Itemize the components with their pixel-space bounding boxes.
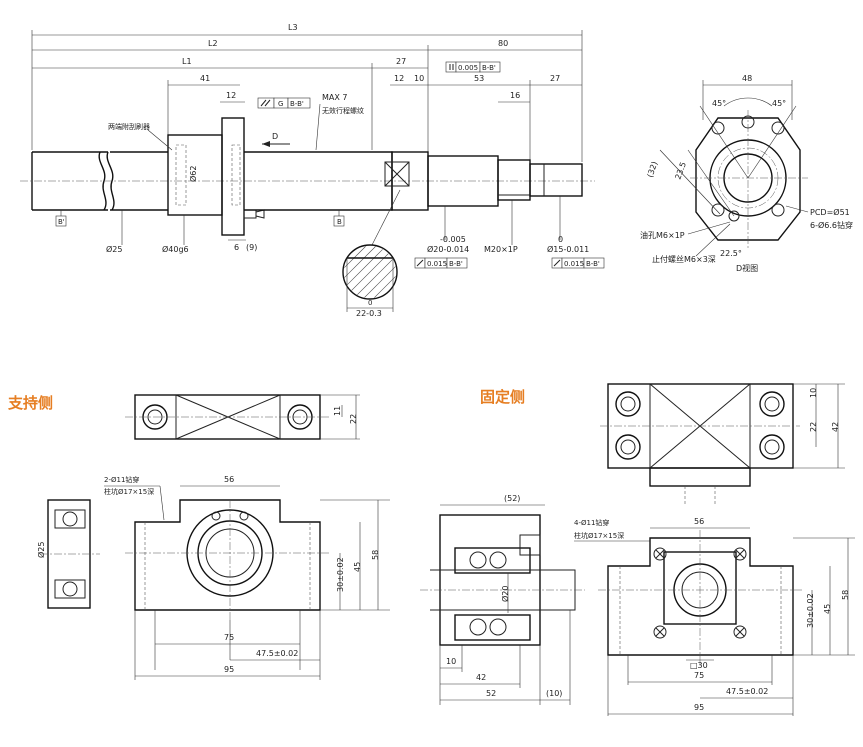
fixed-dim-45: 45 bbox=[823, 604, 832, 614]
datum-b: B bbox=[337, 218, 342, 226]
support-bearing-section: Ø25 bbox=[36, 499, 100, 609]
ball-screw-drawing: L3 L2 80 L1 27 12 10 53 27 41 12 16 bbox=[20, 23, 853, 318]
svg-text:0.005: 0.005 bbox=[458, 64, 478, 72]
angle-45-right: 45° bbox=[772, 99, 786, 108]
fixed-counterbore-label: 柱坑Ø17×15深 bbox=[574, 531, 624, 540]
dim-53: 53 bbox=[474, 74, 484, 83]
svg-text:B-B': B-B' bbox=[290, 100, 304, 108]
label-max7: MAX 7 bbox=[322, 93, 348, 102]
label-6-holes: 6-Ø6.6钻穿 bbox=[810, 220, 853, 230]
tol-20-upper: -0.005 bbox=[440, 235, 466, 244]
svg-text:0.015: 0.015 bbox=[564, 260, 584, 268]
fixed-dim-42-top: 42 bbox=[831, 422, 840, 432]
label-dia25: Ø25 bbox=[106, 244, 122, 254]
fixed-dim-30: 30±0.02 bbox=[806, 593, 815, 628]
svg-text:G: G bbox=[278, 100, 283, 108]
label-key-width: 22-0.3 bbox=[356, 309, 382, 318]
label-dia20: Ø20-0.014 bbox=[427, 244, 469, 254]
dim-l2: L2 bbox=[208, 39, 218, 48]
fixed-dim-10-top: 10 bbox=[809, 388, 818, 398]
dim-l1: L1 bbox=[182, 57, 192, 66]
dim-10: 10 bbox=[414, 74, 424, 83]
svg-text:0.015: 0.015 bbox=[427, 260, 447, 268]
support-dim-30: 30±0.02 bbox=[336, 557, 345, 592]
fixed-side-title: 固定侧 bbox=[480, 388, 525, 406]
fixed-dim-47-5: 47.5±0.02 bbox=[726, 687, 768, 696]
runout-tolerance-2: 0.015 B-B' bbox=[551, 257, 605, 269]
label-dia62: Ø62 bbox=[188, 166, 198, 182]
label-dia15: Ø15-0.011 bbox=[547, 244, 589, 254]
label-screw-end: 两端附刮刷器 bbox=[108, 122, 150, 131]
dim-9: (9) bbox=[246, 243, 257, 252]
support-side-drawing: 支持侧 11 22 2-Ø11钻穿 柱坑Ø17×15深 Ø25 bbox=[7, 394, 390, 680]
key-tol-zero: 0 bbox=[368, 299, 372, 307]
support-dim-58: 58 bbox=[371, 550, 380, 560]
dim-32: (32) bbox=[645, 160, 659, 179]
dim-12a: 12 bbox=[394, 74, 404, 83]
fixed-side-drawing: 固定侧 10 22 42 (52) bbox=[420, 383, 855, 716]
fixed-dim-10-bottom: 10 bbox=[446, 657, 456, 666]
fixed-dim-52: 52 bbox=[486, 689, 496, 698]
label-set-screw: 止付螺丝M6×3深 bbox=[652, 254, 716, 264]
parallelism-tolerance: 0.005 B-B' bbox=[445, 61, 501, 73]
fixed-dim-56: 56 bbox=[694, 517, 704, 526]
svg-text:B-B': B-B' bbox=[449, 260, 463, 268]
support-dim-75: 75 bbox=[224, 633, 234, 642]
geometric-tolerance-g: G B-B' bbox=[257, 97, 311, 109]
support-dim-dia25: Ø25 bbox=[36, 542, 46, 558]
support-dim-45: 45 bbox=[353, 562, 362, 572]
label-d-view: D视图 bbox=[736, 263, 758, 273]
fixed-dim-95: 95 bbox=[694, 703, 704, 712]
fixed-dim-42-bottom: 42 bbox=[476, 673, 486, 682]
angle-45-left: 45° bbox=[712, 99, 726, 108]
fixed-holes-label: 4-Ø11钻穿 bbox=[574, 518, 609, 527]
runout-tolerance-1: 0.015 B-B' bbox=[414, 257, 468, 269]
support-dim-47-5: 47.5±0.02 bbox=[256, 649, 298, 658]
dim-l3: L3 bbox=[288, 23, 298, 32]
label-oil-hole: 油孔M6×1P bbox=[640, 230, 685, 240]
fixed-dim-square-30: □30 bbox=[690, 661, 708, 670]
angle-22-5: 22.5° bbox=[720, 249, 742, 258]
key-section-view: 0 22-0.3 bbox=[342, 189, 401, 318]
dim-6: 6 bbox=[234, 243, 239, 252]
support-dim-56: 56 bbox=[224, 475, 234, 484]
d-view-flange: 48 45° 45° (32) 23.5 PCD=Ø51 6- bbox=[640, 74, 853, 273]
dim-27b: 27 bbox=[550, 74, 560, 83]
label-dia40: Ø40g6 bbox=[162, 244, 189, 254]
fixed-bearing-section: (52) Ø20 bbox=[420, 494, 585, 646]
fixed-dim-22: 22 bbox=[809, 422, 818, 432]
datum-b-prime: B' bbox=[58, 218, 65, 226]
support-side-title: 支持侧 bbox=[7, 394, 53, 412]
label-pcd: PCD=Ø51 bbox=[810, 207, 850, 217]
fixed-dim-58: 58 bbox=[841, 590, 850, 600]
fixed-dim-52-top: (52) bbox=[504, 494, 520, 503]
support-counterbore-label: 柱坑Ø17×15深 bbox=[104, 487, 154, 496]
support-dim-11: 11 bbox=[333, 406, 342, 416]
dim-12b: 12 bbox=[226, 91, 236, 100]
dim-16: 16 bbox=[510, 91, 520, 100]
dim-48: 48 bbox=[742, 74, 752, 83]
view-d-arrow: D bbox=[272, 132, 278, 141]
label-no-thread: 无效行程螺纹 bbox=[322, 106, 364, 115]
dim-41: 41 bbox=[200, 74, 210, 83]
fixed-dim-dia20: Ø20 bbox=[500, 586, 510, 602]
label-m20: M20×1P bbox=[484, 245, 518, 254]
dim-27a: 27 bbox=[396, 57, 406, 66]
fixed-dim-10-paren: (10) bbox=[546, 689, 562, 698]
tol-15-zero: 0 bbox=[558, 235, 563, 244]
support-dim-22: 22 bbox=[349, 414, 358, 424]
svg-text:B-B': B-B' bbox=[586, 260, 600, 268]
svg-text:B-B': B-B' bbox=[482, 64, 496, 72]
dim-80: 80 bbox=[498, 39, 508, 48]
support-holes-label: 2-Ø11钻穿 bbox=[104, 475, 139, 484]
fixed-dim-75: 75 bbox=[694, 671, 704, 680]
support-dim-95: 95 bbox=[224, 665, 234, 674]
